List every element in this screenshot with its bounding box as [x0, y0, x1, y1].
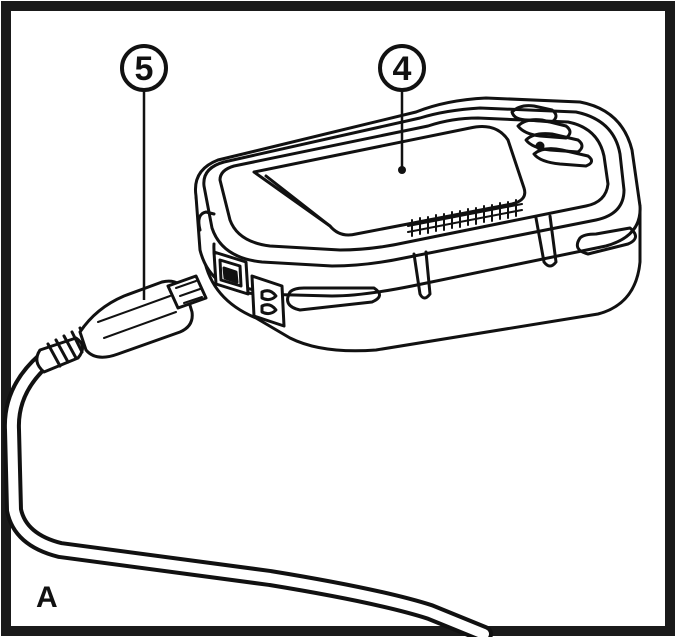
connector-body — [78, 279, 194, 359]
usb-port — [212, 250, 250, 296]
callout-4: 4 — [378, 44, 426, 174]
callout-5: 5 — [120, 44, 168, 300]
micro-usb-plug — [166, 274, 208, 310]
callout-number-4: 4 — [393, 50, 412, 88]
callout-number-5: 5 — [135, 50, 154, 88]
grip-ribs — [510, 104, 593, 168]
vent-slots — [407, 199, 523, 237]
side-clip-right — [534, 214, 558, 268]
usb-cable — [2, 274, 493, 637]
side-clip-left — [412, 250, 432, 300]
device-illustration — [193, 96, 642, 353]
port-cover — [250, 274, 286, 328]
device-screen — [252, 125, 527, 237]
panel-label: A — [36, 581, 58, 614]
strain-relief — [35, 326, 92, 374]
